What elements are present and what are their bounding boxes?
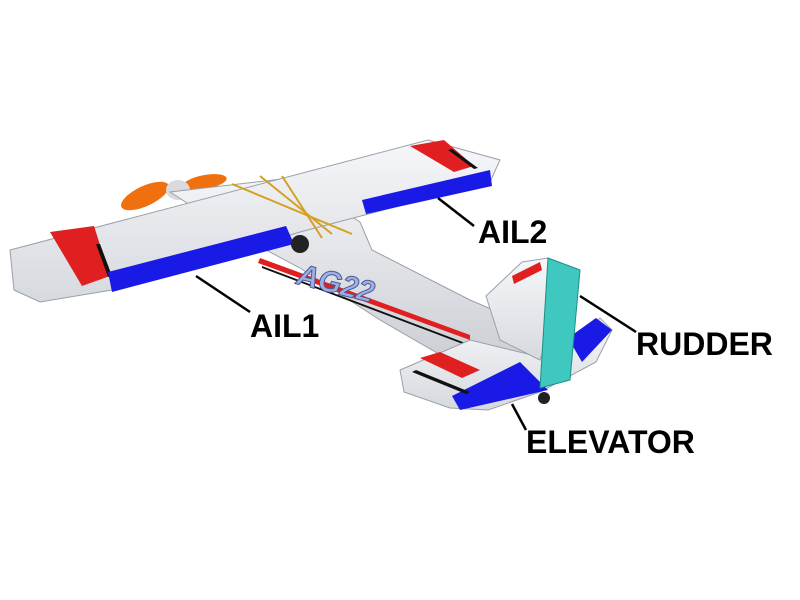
main-wheel: [291, 235, 309, 253]
aileron-1: [108, 226, 294, 292]
leader-ail2: [437, 197, 475, 227]
fin-stripe: [512, 262, 542, 284]
label-elevator: ELEVATOR: [526, 424, 695, 460]
stabilizer-stripe: [420, 352, 480, 378]
wing-stripes: [50, 140, 478, 286]
stabilizer-stripe-dark: [412, 370, 470, 394]
elevator: [452, 362, 548, 410]
leader-lines: [195, 197, 637, 431]
aileron-2: [362, 170, 492, 214]
label-ail2: AIL2: [478, 214, 548, 250]
wing-rubber-bands: [231, 175, 353, 239]
main-wing: [9, 139, 501, 303]
elevator-right: [568, 318, 612, 362]
fuselage-stripe: [258, 258, 470, 340]
rudder: [539, 257, 581, 389]
tail-wheel: [538, 392, 550, 404]
leader-elevator: [510, 403, 528, 431]
label-ail1: AIL1: [250, 308, 320, 344]
label-rudder: RUDDER: [636, 326, 773, 362]
leader-ail1: [195, 274, 251, 314]
leader-rudder: [579, 294, 637, 334]
fuselage-stripe-dark: [262, 266, 468, 346]
